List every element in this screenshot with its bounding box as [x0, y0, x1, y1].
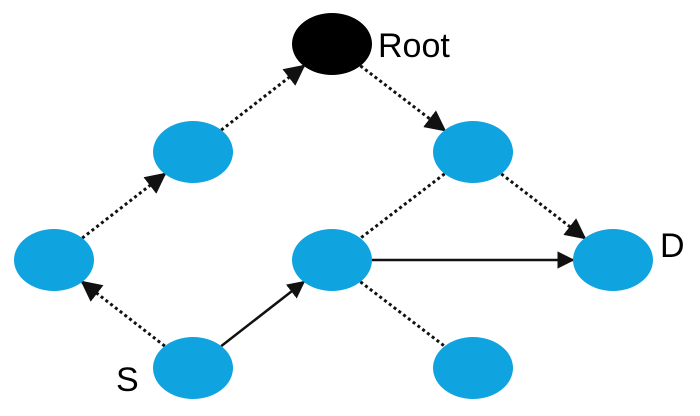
root-label: Root — [378, 27, 450, 65]
edge-upper-left-to-root — [220, 64, 306, 132]
nodes-layer — [14, 13, 653, 399]
edge-left-to-upper-left — [81, 172, 167, 240]
destination-node — [573, 229, 653, 291]
edge-middle-to-bottom-right — [359, 280, 446, 348]
edge-source-to-middle — [220, 280, 306, 348]
edge-upper-right-to-destination — [500, 172, 587, 240]
source-node — [153, 337, 233, 399]
left-node — [14, 229, 94, 291]
root-node — [292, 13, 372, 75]
upper-left-node — [153, 121, 233, 183]
edge-upper-right-to-middle — [359, 172, 446, 240]
edges-layer — [80, 64, 587, 348]
bottom-right-node — [433, 337, 513, 399]
middle-node — [292, 229, 372, 291]
upper-right-node — [433, 121, 513, 183]
labels-layer: Root D S — [116, 27, 685, 399]
destination-label: D — [660, 227, 685, 265]
source-label: S — [116, 361, 139, 399]
edge-source-to-left — [80, 280, 166, 348]
edge-root-to-upper-right — [359, 64, 447, 132]
